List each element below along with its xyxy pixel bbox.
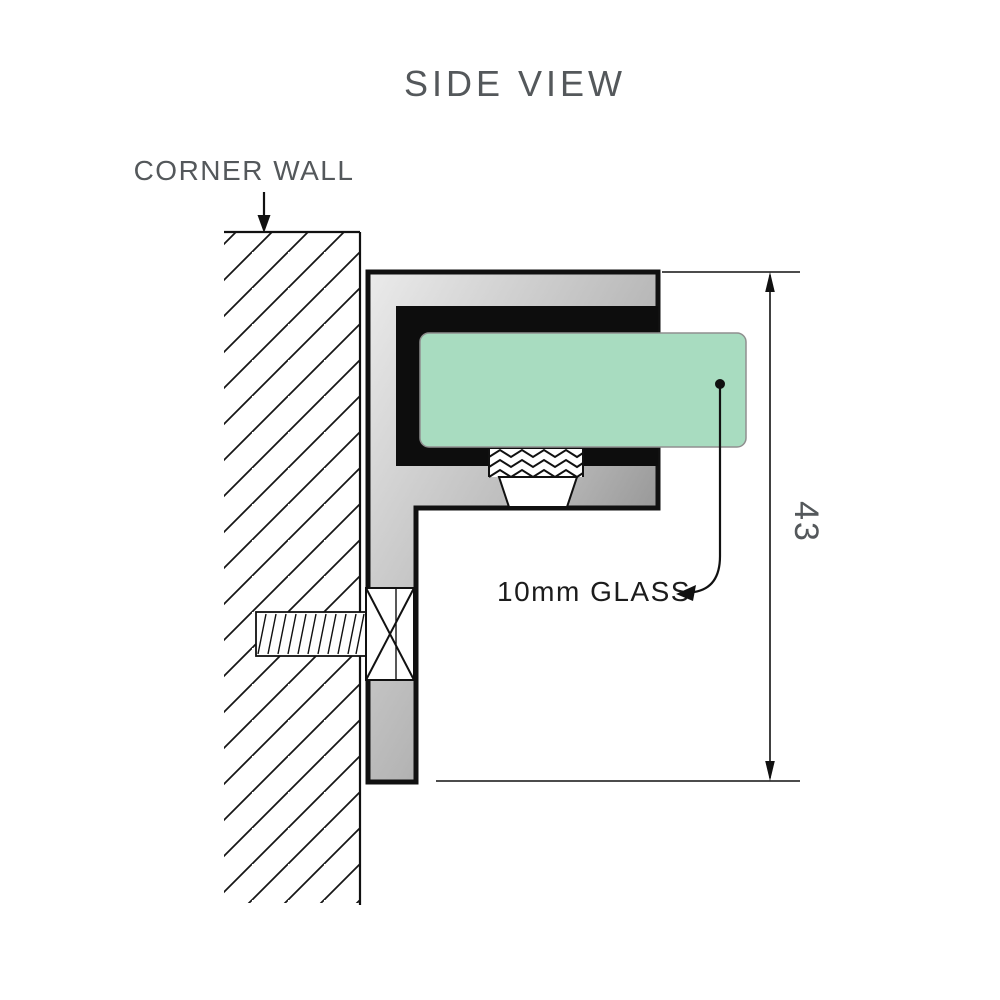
corner-wall-label: CORNER WALL bbox=[134, 155, 355, 186]
dimension-arrow-top bbox=[765, 272, 775, 292]
glass-leader-dot bbox=[715, 379, 725, 389]
glass-leader-line bbox=[676, 379, 725, 601]
channel-gasket bbox=[396, 306, 658, 466]
mounting-screw bbox=[255, 587, 415, 681]
corner-wall-arrow bbox=[257, 192, 271, 233]
wall-hatch bbox=[224, 233, 359, 903]
dimension-value: 43 bbox=[787, 501, 825, 543]
page-title: SIDE VIEW bbox=[404, 63, 626, 104]
glass-panel bbox=[419, 332, 747, 448]
dimension-arrow-bottom bbox=[765, 761, 775, 781]
screw-threads bbox=[257, 613, 365, 655]
leader-arrowhead bbox=[676, 585, 696, 601]
screw-shaft bbox=[255, 611, 367, 657]
dimension-43: 43 bbox=[436, 271, 825, 782]
grub-screw bbox=[488, 448, 584, 508]
glass-label: 10mm GLASS bbox=[497, 576, 691, 607]
